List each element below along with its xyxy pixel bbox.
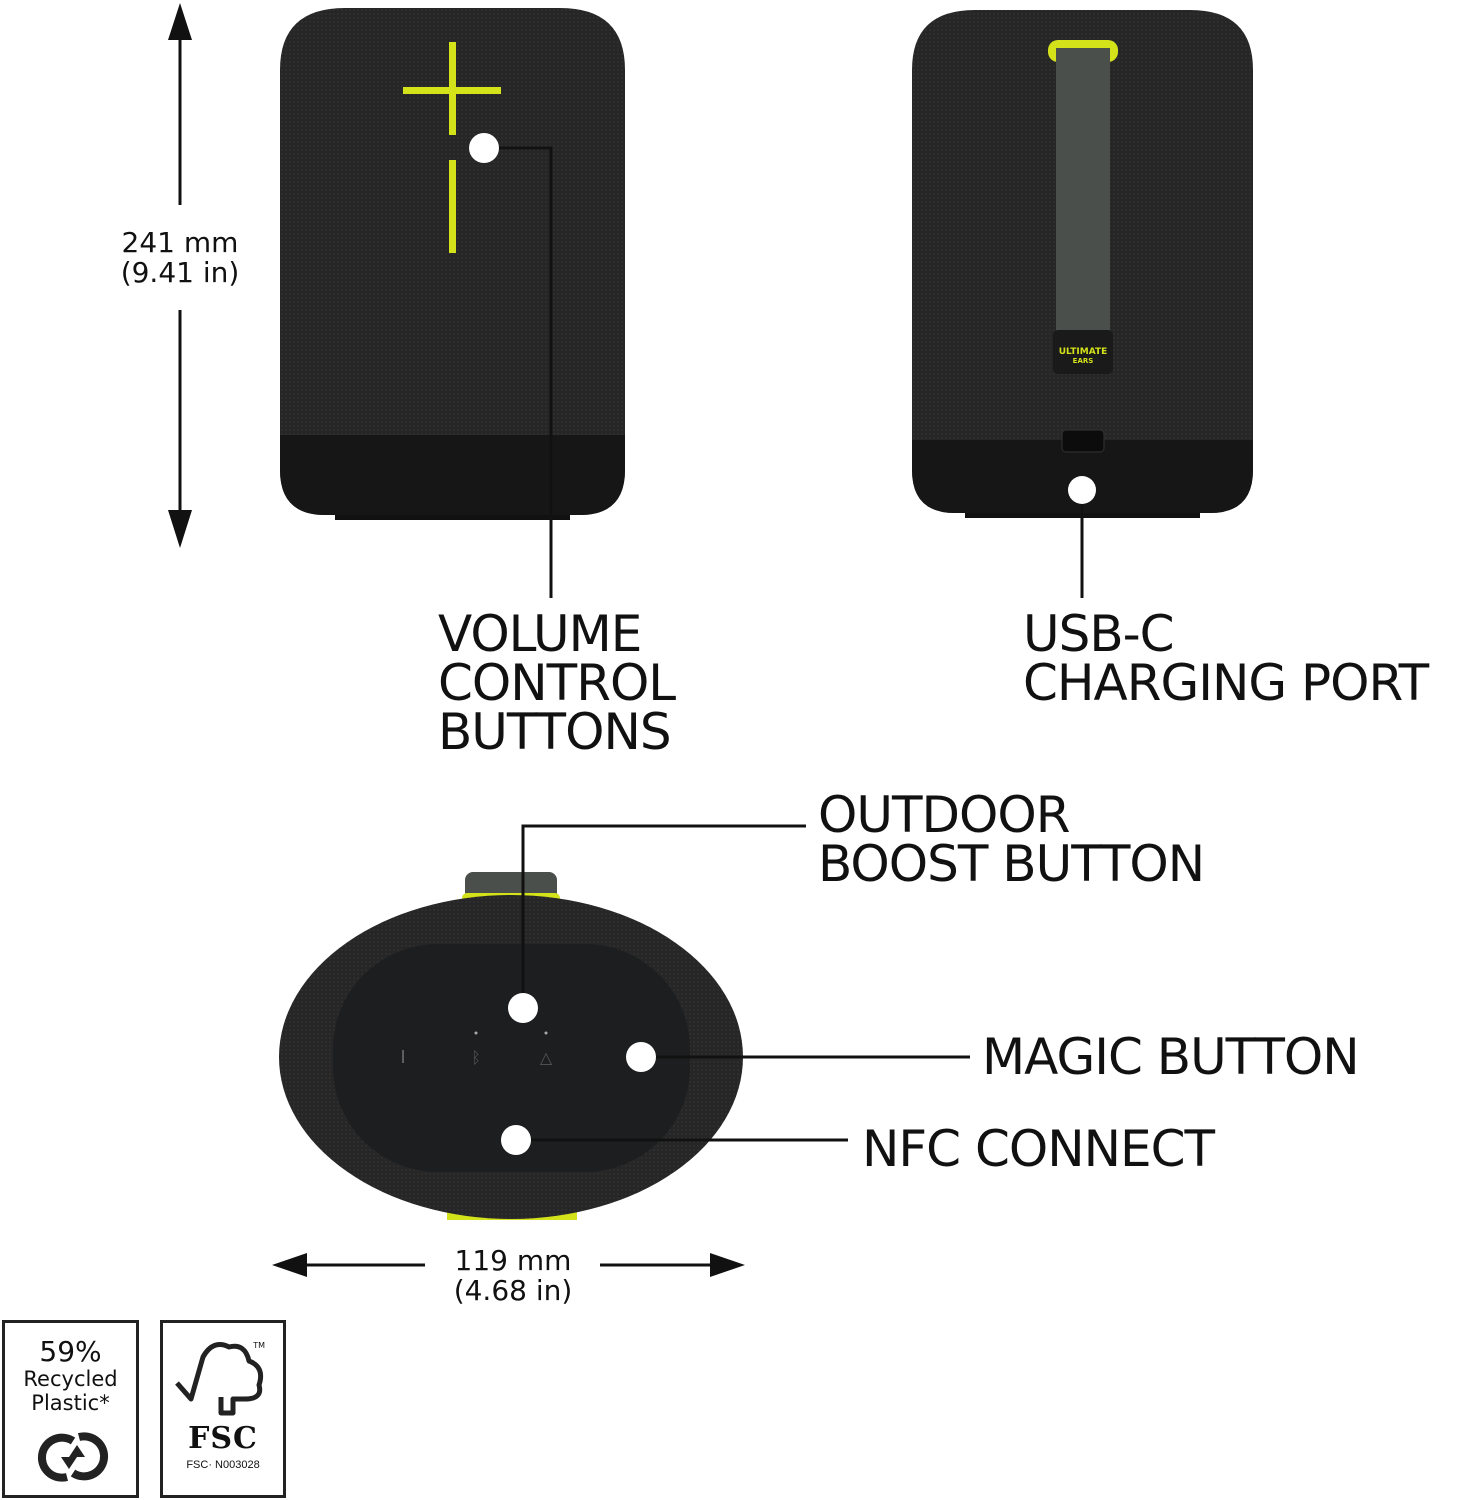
svg-text:△: △ <box>540 1048 553 1067</box>
fsc-word: FSC <box>188 1421 258 1456</box>
callout-line: VOLUME <box>438 605 642 663</box>
usb-callout: USB-C CHARGING PORT <box>1023 605 1429 712</box>
volume-dot <box>469 133 499 163</box>
height-dimension-arrow <box>168 3 192 548</box>
magic-dot <box>626 1042 656 1072</box>
leader-lines <box>484 146 1084 1142</box>
recycled-percent: 59% <box>39 1335 102 1368</box>
callout-line: OUTDOOR <box>818 786 1070 844</box>
svg-text:I: I <box>400 1047 405 1068</box>
strap-label-line1: ULTIMATE <box>1059 347 1108 357</box>
callout-line: BOOST BUTTON <box>818 835 1205 893</box>
nfc-dot <box>501 1125 531 1155</box>
recycle-icon <box>37 1432 109 1482</box>
speaker-bottom-view: I ᛒ △ <box>279 872 743 1220</box>
volume-cross-icon <box>403 42 501 253</box>
recycled-plastic-badge: 59% Recycled Plastic* <box>2 1320 139 1498</box>
callout-line: BUTTONS <box>438 703 672 761</box>
callout-line: CONTROL <box>438 654 676 712</box>
callout-dots <box>469 133 1096 1155</box>
svg-text:ᛒ: ᛒ <box>471 1048 481 1067</box>
width-in: (4.68 in) <box>453 1274 573 1307</box>
recycled-line2: Plastic* <box>31 1391 110 1415</box>
width-dimension-arrow <box>272 1253 745 1277</box>
usb-c-port <box>1061 429 1105 453</box>
usb-dot <box>1068 476 1096 504</box>
strap <box>1056 48 1110 348</box>
height-mm: 241 mm <box>121 226 239 259</box>
height-label: 241 mm (9.41 in) <box>100 228 260 288</box>
outdoor-callout: OUTDOOR BOOST BUTTON <box>818 786 1205 893</box>
height-in: (9.41 in) <box>120 256 240 289</box>
fsc-badge: TM FSC FSC· N003028 <box>160 1320 286 1498</box>
volume-callout: VOLUME CONTROL BUTTONS <box>438 605 676 761</box>
recycled-line1: Recycled <box>23 1367 118 1391</box>
strap-label-line2: EARS <box>1073 357 1094 365</box>
callout-line: USB-C <box>1023 605 1175 663</box>
magic-callout: MAGIC BUTTON <box>982 1028 1360 1086</box>
callout-line: CHARGING PORT <box>1023 654 1429 712</box>
speaker-back-view: ULTIMATE EARS <box>912 10 1253 518</box>
outdoor-boost-dot <box>508 993 538 1023</box>
width-label: 119 mm (4.68 in) <box>433 1246 593 1306</box>
fsc-tree-check-icon <box>175 1342 264 1416</box>
fsc-code: FSC· N003028 <box>186 1459 260 1471</box>
speaker-front-view <box>280 8 625 520</box>
fsc-tm: TM <box>253 1341 265 1350</box>
nfc-callout: NFC CONNECT <box>862 1120 1215 1178</box>
width-mm: 119 mm <box>454 1244 572 1277</box>
